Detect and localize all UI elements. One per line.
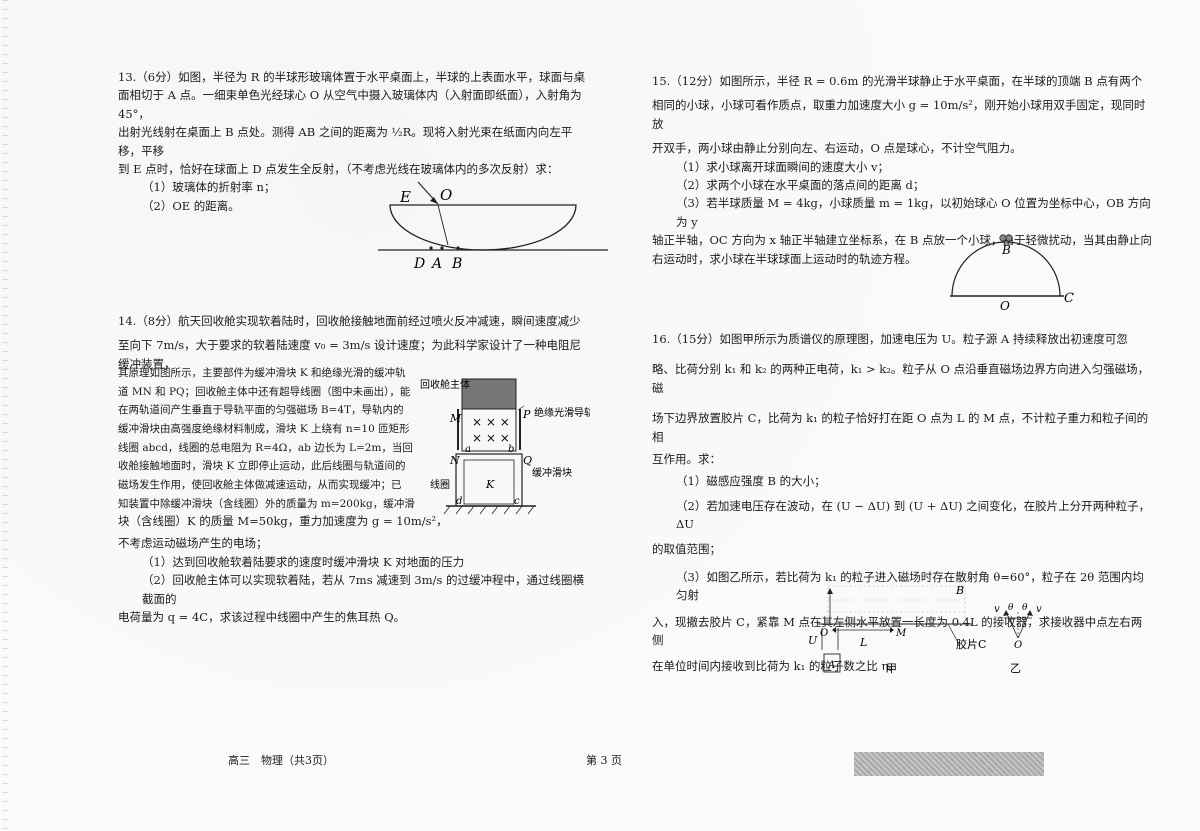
q14-subquestion: （1）达到回收舱软着陆要求的速度时缓冲滑块 K 对地面的压力 [142,554,465,569]
q16-subquestion: 在单位时间内接收到比荷为 k₁ 的粒子数之比 η。 [652,659,900,674]
q14-continued: 块（含线圈）K 的质量 M=50kg，重力加速度为 g = 10m/s²， 不考… [118,512,588,626]
label-slider: 缓冲滑块 [532,466,572,479]
label-A: A [430,256,442,272]
footer-page-number: 第 3 页 [586,754,622,767]
q16-subquestion: 的取值范围； [652,541,721,556]
q14-line: 不考虑运动磁场产生的电场； [118,536,268,551]
question-14: 14.（8分）航天回收舱实现软着陆时，回收舱接触地面前经过喷火反冲减速，瞬间速度… [118,312,588,373]
label-A: A [827,660,835,671]
q15-line: 相同的小球，小球可看作质点，取重力加速度大小 g = 10m/s²，刚开始小球用… [652,98,1146,131]
label-theta2: θ [1022,603,1028,613]
label-B: B [451,256,462,272]
q15-subquestion: （1）求小球离开球面瞬间的速度大小 v； [676,159,889,174]
label-jia: 甲 [886,662,897,675]
svg-text:× × ×: × × × [472,431,510,445]
label-M: M [895,628,907,639]
label-v2: v [1036,604,1042,615]
label-M: M [449,412,462,425]
q13-line: 出射光线射在桌面上 B 点处。测得 AB 之间的距离为 ½R。现将入射光束在纸面… [118,125,573,158]
q16-line: 场下边界放置胶片 C，比荷为 k₁ 的粒子恰好打在距 O 点为 L 的 M 点，… [652,411,1149,444]
q14-line: 知装置中除缓冲滑块（含线圈）外的质量为 m=200kg，缓冲滑 [118,497,415,510]
label-O: O [820,628,828,639]
question-13: 13.（6分）如图，半径为 R 的半球形玻璃体置于水平桌面上，半球的上表面水平，… [118,68,588,215]
q15-figure: B O C [944,228,1084,317]
q14-line: 磁场发生作用，使回收舱主体做减速运动，从而实现缓冲；已 [118,479,402,492]
q14-figure: × × × × × × 回收舱主体 M P 绝缘光滑导轨 a b N Q 缓冲滑… [420,372,594,527]
label-O: O [1000,299,1010,312]
q16-line: 16.（15分）如图甲所示为质谱仪的原理图，加速电压为 U。粒子源 A 持续释放… [652,332,1128,346]
q14-line: 在两轨道间产生垂直于导轨平面的匀强磁场 B=4T，导轨内的 [118,404,404,417]
svg-text:× × ×: × × × [472,415,510,429]
label-Q: Q [523,454,532,467]
q15-subquestion: 轴正半轴，OC 方向为 x 轴正半轴建立坐标系，在 B 点放一个小球，由于轻微扰… [652,233,1152,248]
question-16: 16.（15分）如图甲所示为质谱仪的原理图，加速电压为 U。粒子源 A 持续释放… [652,330,1152,676]
q16-line: 互作用。求： [652,451,721,466]
q14-line: 线圈 abcd，线圈的总电阻为 R=4Ω，ab 边长为 L=2m，当回 [118,441,413,454]
q15-subquestion: （3）若半球质量 M = 4kg，小球质量 m = 1kg，以初始球心 O 位置… [676,196,1151,229]
label-P: P [522,408,531,421]
q16-subquestion: （2）若加速电压存在波动，在 (U − ΔU) 到 (U + ΔU) 之间变化，… [676,498,1151,532]
q14-line: 14.（8分）航天回收舱实现软着陆时，回收舱接触地面前经过喷火反冲减速，瞬间速度… [118,314,581,328]
buffer-device-diagram: × × × × × × 回收舱主体 M P 绝缘光滑导轨 a b N Q 缓冲滑… [420,378,594,515]
q14-line: 块（含线圈）K 的质量 M=50kg，重力加速度为 g = 10m/s²， [118,514,448,528]
q13-line: 到 E 点时，恰好在球面上 D 点发生全反射，（不考虑光线在玻璃体内的多次反射）… [118,161,559,176]
footer-course: 高三 物理（共3页） [228,754,334,767]
label-K: K [485,478,495,491]
label-N: N [449,454,460,467]
label-d: d [456,496,462,507]
label-cabin: 回收舱主体 [420,378,470,391]
q16-subquestion: （3）如图乙所示，若比荷为 k₁ 的粒子进入磁场时存在散射角 θ=60°，粒子在… [676,569,1144,603]
label-b: b [508,444,514,455]
label-c: c [514,496,520,507]
q16-line: 略、比荷分别 k₁ 和 k₂ 的两种正电荷，k₁ > k₂。粒子从 O 点沿垂直… [652,362,1150,395]
q15-line: 15.（12分）如图所示，半径 R = 0.6m 的光滑半球静止于水平桌面，在半… [652,74,1143,88]
q14-line: 其原理如图所示，主要部件为缓冲滑块 K 和绝缘光滑的缓冲轨 [118,367,406,379]
q13-line: 13.（6分）如图，半径为 R 的半球形玻璃体置于水平桌面上，半球的上表面水平，… [118,70,586,84]
q14-wrapped-text: 其原理如图所示，主要部件为缓冲滑块 K 和绝缘光滑的缓冲轨 道 MN 和 PQ；… [118,364,436,514]
scan-stamp-block [854,752,1044,776]
label-O: O [440,186,452,204]
q16-subquestion: （1）磁感应强度 B 的大小； [676,474,826,489]
label-L: L [859,636,867,649]
label-B: B [1001,243,1011,257]
binding-edge-marks [2,0,8,831]
q14-line: 道 MN 和 PQ；回收舱主体中还有超导线圈（图中未画出），能 [118,385,411,398]
label-film: 胶片C [956,637,986,651]
label-U: U [808,634,818,647]
label-rail: 绝缘光滑导轨 [534,406,590,419]
q14-line: 至向下 7m/s，大于要求的软着陆速度 v₀ = 3m/s 设计速度；为此科学家… [118,338,582,371]
q13-subquestion: （2）OE 的距离。 [142,198,240,213]
q13-subquestion: （1）玻璃体的折射率 n； [142,180,276,195]
label-E: E [399,188,411,206]
label-yi: 乙 [1010,662,1021,675]
q15-line: 开双手，两小球由静止分别向左、右运动，O 点是球心，不计空气阻力。 [652,141,1022,156]
label-C: C [1064,291,1074,306]
label-v1: v [994,604,1000,615]
q15-subquestion: （2）求两个小球在水平桌面的落点间的距离 d； [676,177,925,192]
q15-subquestion: 右运动时，求小球在半球球面上运动时的轨迹方程。 [652,251,917,266]
label-a: a [465,444,471,455]
q14-subquestion: （2）回收舱主体可以实现软着陆，若从 7ms 减速到 3m/s 的过缓冲程中，通… [142,573,585,606]
label-D: D [413,256,425,272]
label-O2: O [1014,640,1022,651]
q16-figure: B O M L U A 胶片C 甲 乙 v v θ θ O [800,572,1060,687]
question-15: 15.（12分）如图所示，半径 R = 0.6m 的光滑半球静止于水平桌面，在半… [652,72,1152,268]
q14-line: 缓冲滑块由高强度绝缘材料制成，滑块 K 上绕有 n=10 匝矩形 [118,423,410,436]
label-coil: 线圈 [430,478,450,491]
q14-line: 收舱接触地面时，滑块 K 立即停止运动，此后线圈与轨道间的 [118,460,406,473]
hemisphere-diagram: E O D A B [378,181,608,272]
mass-spectrometer-diagram: B O M L U A 胶片C 甲 乙 v v θ θ O [808,584,1042,675]
label-B: B [955,584,964,597]
label-theta1: θ [1008,603,1014,613]
hemisphere-balls-diagram: B O C [950,234,1074,313]
q14-subquestion: 电荷量为 q = 4C，求该过程中线圈中产生的焦耳热 Q。 [118,609,406,624]
q13-line: 面相切于 A 点。一细束单色光经球心 O 从空气中摄入玻璃体内（入射面即纸面），… [118,88,582,121]
q13-figure: E O D A B [372,180,612,280]
